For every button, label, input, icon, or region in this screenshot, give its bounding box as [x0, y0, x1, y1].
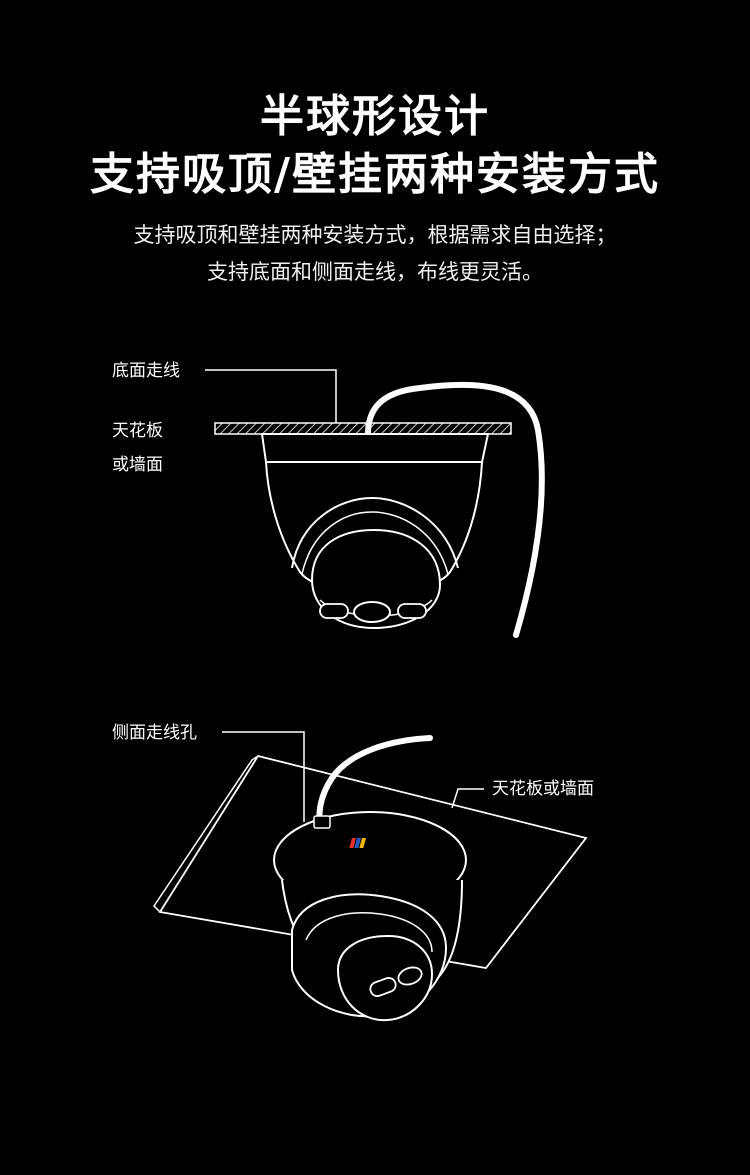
bottom-cable [365, 381, 545, 638]
ceiling-label-line1: 天花板 [112, 421, 163, 441]
ir-light-right [397, 603, 427, 619]
ir-light-bottom [369, 977, 397, 997]
description-line2: 支持底面和侧面走线，布线更灵活。 [207, 260, 543, 284]
page-title-line2: 支持吸顶/壁挂两种安装方式 [89, 149, 661, 200]
camera-dome-base [260, 433, 490, 463]
camera-inner-ring [291, 496, 459, 569]
top-camera-diagram [205, 369, 545, 638]
ceiling-slab [214, 422, 512, 435]
ceiling-or-wall-label: 天花板或墙面 [492, 779, 594, 799]
ceiling-panel [158, 754, 588, 969]
page-title-line1: 半球形设计 [260, 91, 490, 142]
ir-light-left [319, 603, 349, 619]
description-line1: 支持吸顶和壁挂两种安装方式，根据需求自由选择； [133, 223, 617, 247]
ceiling-leader-line [451, 788, 484, 809]
side-hole-label: 侧面走线孔 [112, 723, 197, 743]
bottom-camera-diagram: TP-LINK [153, 731, 588, 1022]
camera-lens [353, 601, 391, 623]
bottom-wiring-label: 底面走线 [112, 361, 180, 381]
side-cable [316, 735, 433, 833]
side-wiring-hole [313, 815, 331, 829]
ceiling-label-line2: 或墙面 [112, 455, 163, 475]
camera-lens-bottom [397, 966, 423, 986]
bottom-wiring-leader-line [205, 369, 337, 423]
brand-color-logo [349, 838, 366, 848]
side-hole-leader-line [222, 731, 305, 822]
